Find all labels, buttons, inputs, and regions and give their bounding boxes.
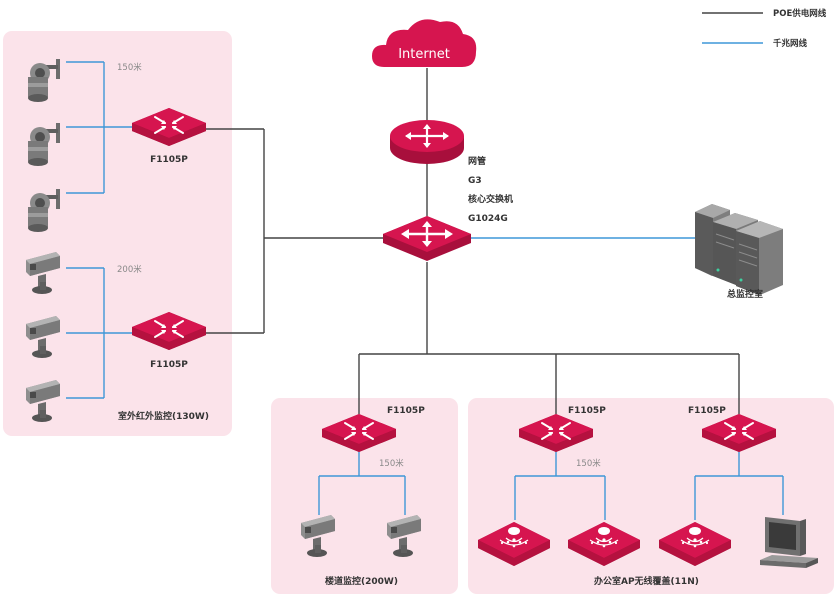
internet-cloud: Internet	[372, 19, 477, 67]
core-label-line3: 核心交换机	[468, 193, 513, 205]
gigabit-links	[66, 61, 784, 520]
distance-label: 150米	[576, 458, 601, 469]
legend-poe-label: POE供电网线	[773, 8, 827, 19]
switch-label: F1105P	[387, 406, 425, 416]
legend-gigabit-label: 千兆网线	[773, 38, 808, 49]
core-label-line1: 网管	[468, 155, 486, 167]
switch-label: F1105P	[688, 406, 726, 416]
server-rack-icon	[695, 204, 783, 295]
distance-label: 150米	[379, 458, 404, 469]
core-label-line2: G3	[468, 176, 482, 186]
computer-icon	[760, 517, 818, 568]
distance-label: 200米	[117, 264, 142, 275]
core-label-line4: G1024G	[468, 214, 508, 224]
internet-label: Internet	[398, 47, 450, 62]
distance-label: 150米	[117, 62, 142, 73]
legend: POE供电网线 千兆网线	[702, 8, 827, 49]
core-switch-icon	[383, 216, 471, 261]
office-zone-title: 办公室AP无线覆盖(11N)	[594, 575, 699, 587]
outdoor-zone-title: 室外红外监控(130W)	[118, 410, 209, 422]
corridor-zone-title: 楼道监控(200W)	[325, 575, 398, 587]
poe-links	[205, 68, 740, 414]
switch-label: F1105P	[150, 155, 188, 165]
switch-label: F1105P	[568, 406, 606, 416]
router-icon	[390, 120, 464, 164]
monitor-room-label: 总监控室	[727, 288, 763, 300]
switch-label: F1105P	[150, 360, 188, 370]
